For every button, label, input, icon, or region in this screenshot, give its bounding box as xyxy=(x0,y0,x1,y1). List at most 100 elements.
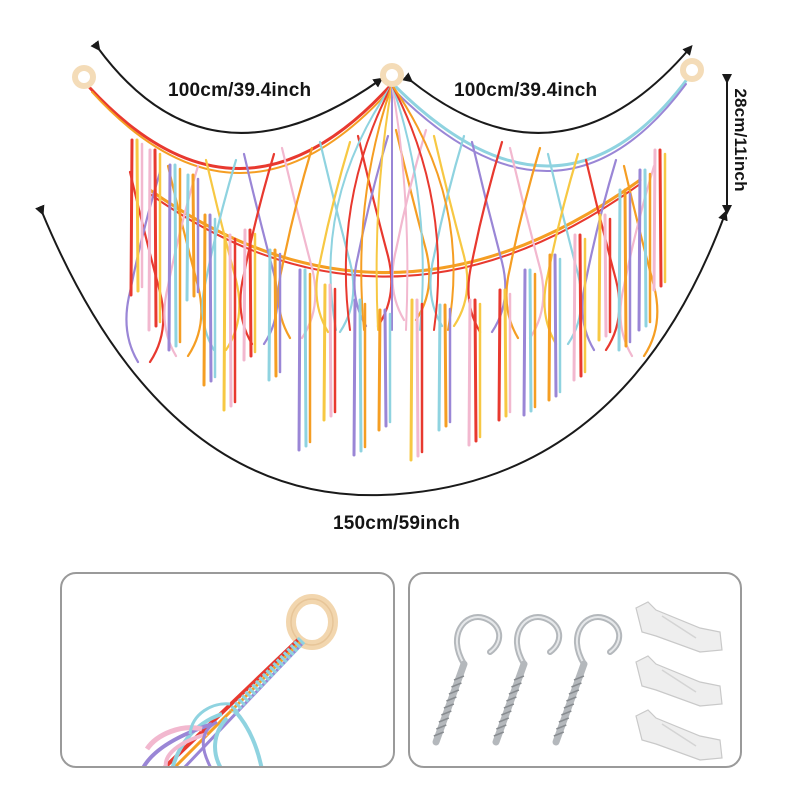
tassel-cord xyxy=(297,268,302,452)
detail-panel xyxy=(60,572,395,768)
mesh-cord xyxy=(429,134,466,328)
screw-thread xyxy=(441,710,452,716)
tassel-cord xyxy=(528,268,533,413)
screw-thread xyxy=(436,724,447,730)
right-width-label: 100cm/39.4inch xyxy=(454,80,598,101)
screw-thread xyxy=(433,731,445,737)
screw-thread xyxy=(556,724,567,730)
total-width-arrow xyxy=(35,204,728,497)
tassel-cord xyxy=(358,298,363,453)
left-width-label: 100cm/39.4inch xyxy=(168,80,312,101)
screw-hook-highlight xyxy=(515,616,560,665)
screw-thread xyxy=(453,675,465,681)
hardware-panel xyxy=(408,572,742,768)
screw-hook-highlight xyxy=(575,616,620,665)
tassel-cord xyxy=(153,148,158,328)
tassel-cord xyxy=(352,298,357,457)
tassel-cord xyxy=(228,233,233,408)
screw-thread xyxy=(553,731,565,737)
mesh-cord xyxy=(394,128,431,322)
tassel-cord xyxy=(467,298,472,447)
screw-thread xyxy=(573,675,585,681)
center-strand xyxy=(329,84,393,331)
center-strand xyxy=(344,84,393,331)
mesh-cord xyxy=(508,146,545,340)
mesh-cord xyxy=(391,128,428,322)
screw-thread xyxy=(496,724,507,730)
tassel-cord xyxy=(191,173,196,298)
center-strand xyxy=(360,84,393,331)
screw-thread xyxy=(503,703,515,709)
tassel-cord xyxy=(185,173,190,302)
mesh-cord xyxy=(315,140,352,334)
tassel-cord xyxy=(643,168,648,328)
screw-thread xyxy=(493,731,505,737)
tassel-cord xyxy=(248,228,253,358)
anchor-slot xyxy=(661,669,697,693)
mesh-cord xyxy=(470,140,507,334)
screw-shank xyxy=(432,660,468,746)
tassel-cord xyxy=(522,268,527,417)
screw-thread xyxy=(563,703,575,709)
mesh-cord xyxy=(353,134,390,328)
tassel-cord xyxy=(578,233,583,378)
mesh-cord xyxy=(318,140,355,334)
screw-thread xyxy=(498,717,510,723)
screw-thread xyxy=(561,710,572,716)
tassel-cord xyxy=(129,138,134,297)
screw-shank xyxy=(552,660,588,746)
mesh-cord xyxy=(584,158,621,352)
anchor-slot xyxy=(661,615,697,639)
screw-hook-highlight xyxy=(455,616,500,665)
tassel-cord xyxy=(603,213,608,338)
mesh-cord xyxy=(546,152,583,346)
tassel-cord xyxy=(322,283,327,422)
mesh-cord xyxy=(356,134,393,328)
mesh-cord xyxy=(277,146,314,340)
tassel-cord xyxy=(147,148,152,332)
tassel-cord xyxy=(409,298,414,462)
top-rope xyxy=(395,83,687,172)
center-strand xyxy=(391,84,455,331)
tassel-cord xyxy=(328,283,333,418)
screw-thread xyxy=(446,696,457,702)
tassel-cord xyxy=(443,303,448,428)
tassel-cord xyxy=(383,308,388,428)
screw-thread xyxy=(451,682,462,688)
wood-ring-right-icon xyxy=(680,58,704,82)
tassel-cord xyxy=(173,163,178,348)
tassel-cord xyxy=(473,298,478,443)
macrame-net-icon xyxy=(88,76,690,462)
screw-shank xyxy=(492,660,528,746)
screw-thread xyxy=(443,703,455,709)
wood-ring-center-icon xyxy=(380,63,404,87)
tassel-cord xyxy=(273,248,278,378)
tassel-cord xyxy=(377,308,382,432)
center-strand xyxy=(391,84,424,331)
mesh-cord xyxy=(467,140,504,334)
tassel-cord xyxy=(572,233,577,382)
height-label: 28cm/11inch xyxy=(731,88,750,192)
screw-thread xyxy=(511,682,522,688)
tassel-cord xyxy=(658,148,663,288)
mesh-cord xyxy=(432,134,469,328)
screw-thread xyxy=(501,710,512,716)
screw-thread xyxy=(508,689,520,695)
tassel-cord xyxy=(267,248,272,382)
wood-ring-left-icon xyxy=(72,65,96,89)
center-strand xyxy=(391,84,440,331)
tassel-cord xyxy=(617,188,622,352)
tassel-cord xyxy=(637,168,642,332)
tassel-cord xyxy=(242,228,247,362)
left-width-arrow xyxy=(90,40,384,134)
tassel-cord xyxy=(503,288,508,418)
screw-thread xyxy=(558,717,570,723)
screw-thread xyxy=(448,689,460,695)
center-strand xyxy=(391,84,409,331)
screw-thread xyxy=(438,717,450,723)
tassel-cord xyxy=(415,298,420,458)
tassel-cord xyxy=(437,303,442,432)
screw-thread xyxy=(566,696,577,702)
hardware-icons xyxy=(432,601,723,761)
